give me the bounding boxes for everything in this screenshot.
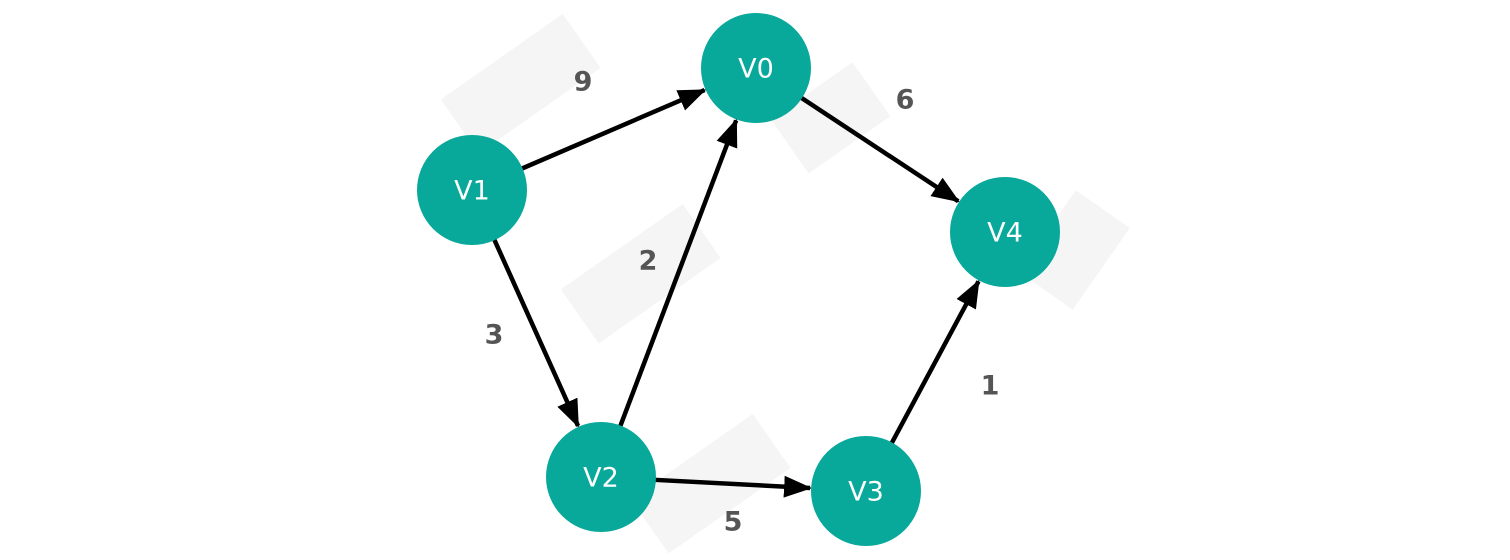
node-label: V0 [738,54,774,85]
edge-v1-v0 [517,88,707,172]
node-v1: V1 [417,135,527,245]
node-circle [546,422,656,532]
edge-weight-v3-v4: 1 [981,371,1000,402]
weights-layer: 9 6 3 2 5 1 [485,67,1000,538]
node-circle [417,135,527,245]
node-circle [950,177,1060,287]
edges-layer [490,88,981,498]
node-circle [701,13,811,123]
node-v2: V2 [546,422,656,532]
edge-weight-v2-v3: 5 [724,507,743,538]
edge-weight-v1-v0: 9 [574,67,593,98]
edge-v0-v4 [797,94,960,204]
edge-weight-v1-v2: 3 [485,320,504,351]
edge-weight-v0-v4: 6 [896,85,915,116]
edge-v1-v2 [490,235,581,428]
node-circle [811,436,921,546]
node-label: V3 [848,477,884,508]
node-label: V2 [583,463,619,494]
node-v4: V4 [950,177,1060,287]
node-label: V1 [454,176,490,207]
node-label: V4 [987,218,1023,249]
node-v3: V3 [811,436,921,546]
edge-v2-v0 [616,118,739,431]
edge-weight-v2-v0: 2 [639,246,658,277]
edge-v2-v3 [651,475,813,498]
node-v0: V0 [701,13,811,123]
edge-v3-v4 [888,279,981,448]
